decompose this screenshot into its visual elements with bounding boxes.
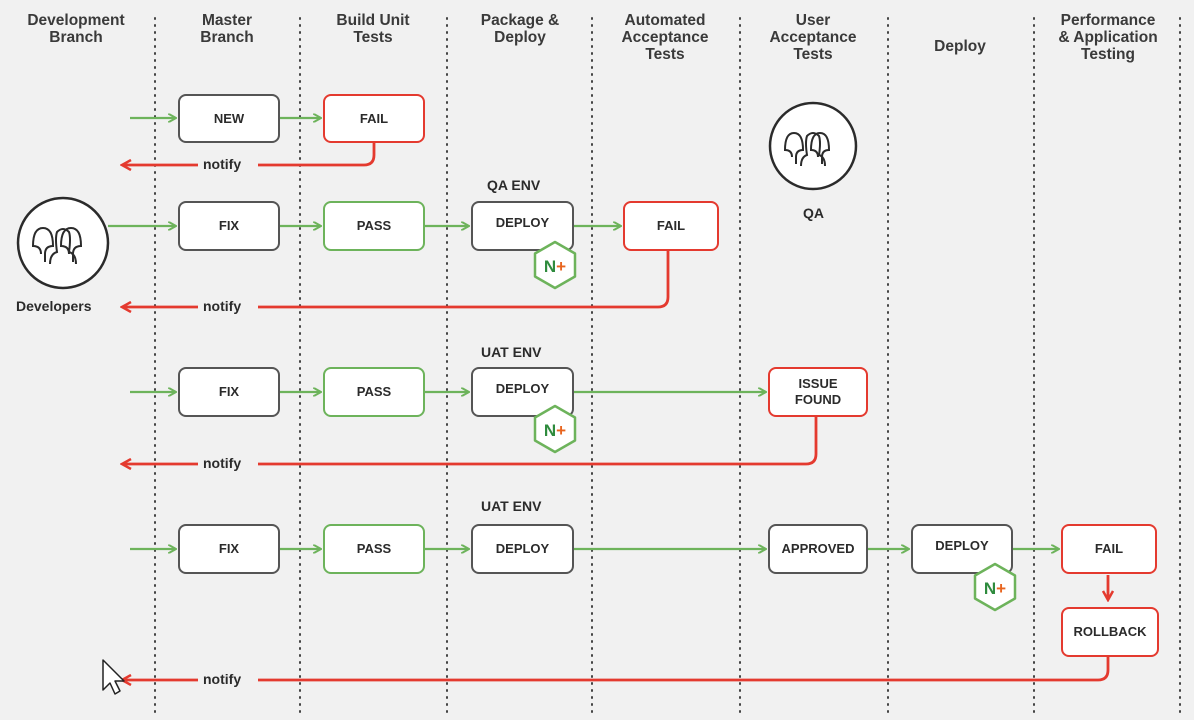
row4-unit-pass: PASS bbox=[323, 524, 425, 574]
row4-uat-approved: APPROVED bbox=[768, 524, 868, 574]
svg-text:N+: N+ bbox=[984, 579, 1006, 598]
row2-acceptance-fail: FAIL bbox=[623, 201, 719, 251]
column-header-package-deploy: Package & Deploy bbox=[480, 12, 560, 46]
qa-group-icon bbox=[768, 101, 858, 191]
svg-text:N+: N+ bbox=[544, 421, 566, 440]
column-header-automated-acceptance-tests: Automated Acceptance Tests bbox=[621, 12, 709, 63]
column-header-build-unit-tests: Build Unit Tests bbox=[336, 12, 410, 46]
row2-deploy: DEPLOY bbox=[471, 201, 574, 251]
nginx-plus-badge-qa: N+ bbox=[532, 240, 578, 290]
mouse-cursor-icon bbox=[102, 659, 125, 695]
forward-arrows bbox=[108, 118, 1058, 549]
row3-uat-issue-found: ISSUE FOUND bbox=[768, 367, 868, 417]
row4-env-label: UAT ENV bbox=[481, 498, 542, 514]
developers-label: Developers bbox=[16, 298, 92, 314]
row4-perf-fail: FAIL bbox=[1061, 524, 1157, 574]
row1-notify: notify bbox=[203, 156, 242, 172]
row3-unit-pass: PASS bbox=[323, 367, 425, 417]
column-header-master-branch: Master Branch bbox=[200, 12, 254, 46]
nginx-plus-badge-uat: N+ bbox=[532, 404, 578, 454]
row2-notify: notify bbox=[203, 298, 242, 314]
svg-text:N+: N+ bbox=[544, 257, 566, 276]
column-header-user-acceptance-tests: User Acceptance Tests bbox=[769, 12, 857, 63]
row4-rollback: ROLLBACK bbox=[1061, 607, 1159, 657]
row4-notify: notify bbox=[203, 671, 242, 687]
developers-group-icon bbox=[16, 196, 110, 290]
column-header-performance-testing: Performance & Application Testing bbox=[1058, 12, 1158, 63]
column-header-deploy: Deploy bbox=[934, 38, 986, 55]
row4-master-fix: FIX bbox=[178, 524, 280, 574]
row3-env-label: UAT ENV bbox=[481, 344, 542, 360]
row2-unit-pass: PASS bbox=[323, 201, 425, 251]
row4-deploy: DEPLOY bbox=[471, 524, 574, 574]
row3-deploy: DEPLOY bbox=[471, 367, 574, 417]
row1-master-new: NEW bbox=[178, 94, 280, 143]
row3-notify: notify bbox=[203, 455, 242, 471]
row3-master-fix: FIX bbox=[178, 367, 280, 417]
qa-label: QA bbox=[803, 205, 824, 221]
row2-env-label: QA ENV bbox=[487, 177, 541, 193]
column-header-development-branch: Development Branch bbox=[27, 12, 125, 46]
notify-paths bbox=[122, 143, 1108, 680]
nginx-plus-badge-prod: N+ bbox=[972, 562, 1018, 612]
row2-master-fix: FIX bbox=[178, 201, 280, 251]
column-separators bbox=[154, 17, 1181, 716]
row1-unit-fail: FAIL bbox=[323, 94, 425, 143]
